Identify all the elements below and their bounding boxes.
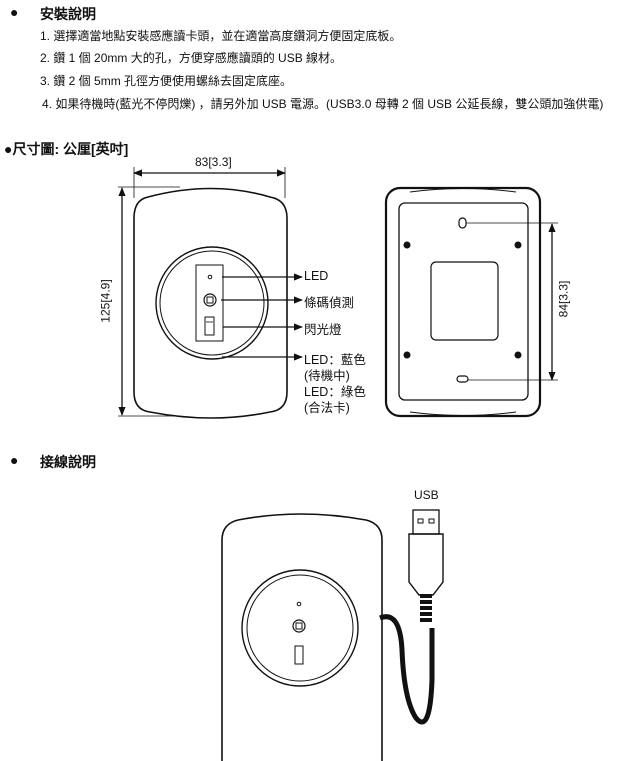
width-dimension-label: 83[3.3] bbox=[195, 155, 232, 169]
rear-height-dimension-label: 84[3.3] bbox=[556, 280, 571, 318]
dimensions-title: ●尺寸圖: 公厘[英吋] bbox=[4, 141, 129, 157]
callout-valid-card: (合法卡) bbox=[304, 401, 350, 415]
install-title: 安裝說明 bbox=[40, 6, 96, 22]
install-item-4: 4. 如果待機時(藍光不停閃爍) ，請另外加 USB 電源。(USB3.0 母轉… bbox=[42, 97, 604, 111]
rear-view-drawing bbox=[384, 186, 558, 418]
bullet-icon: ● bbox=[10, 452, 19, 468]
install-item-2: 2. 鑽 1 個 20mm 大的孔，方便穿感應讀頭的 USB 線材。 bbox=[40, 51, 343, 65]
install-item-3: 3. 鑽 2 個 5mm 孔徑方便使用螺絲去固定底座。 bbox=[40, 74, 293, 88]
install-item-1: 1. 選擇適當地點安裝感應讀卡頭，並在適當高度鑽洞方便固定底板。 bbox=[40, 29, 402, 43]
front-view-drawing bbox=[118, 167, 303, 419]
callout-led-green: LED：綠色 bbox=[304, 385, 366, 399]
usb-label: USB bbox=[414, 488, 439, 502]
bullet-icon: ● bbox=[10, 4, 19, 20]
callout-flash: 閃光燈 bbox=[304, 323, 342, 337]
callout-barcode: 條碼偵測 bbox=[304, 296, 355, 310]
callout-led-blue: LED：藍色 bbox=[304, 353, 366, 367]
callout-led: LED bbox=[304, 269, 329, 283]
wiring-drawing bbox=[221, 509, 444, 761]
wiring-title: 接線說明 bbox=[40, 454, 96, 470]
height-dimension-label: 125[4.9] bbox=[98, 279, 113, 323]
callout-standby: (待機中) bbox=[304, 369, 350, 383]
